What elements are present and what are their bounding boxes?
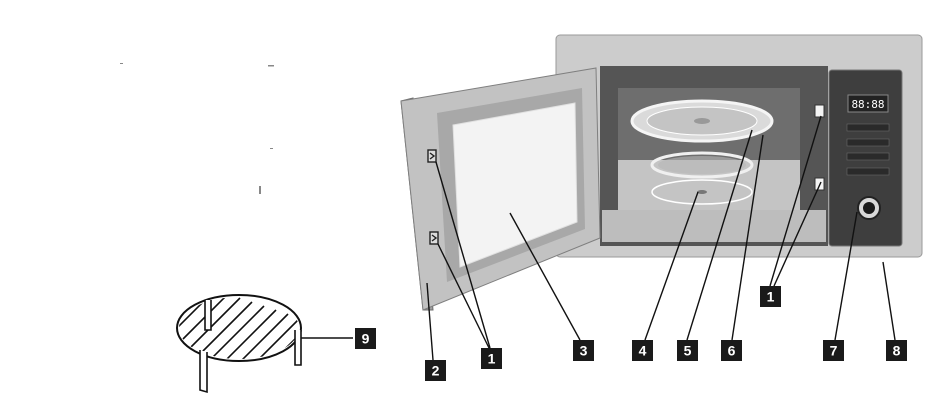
- badge-housing: 8: [886, 340, 907, 361]
- panel-buttons: [846, 123, 890, 176]
- rack-rim: [176, 294, 302, 362]
- badge-interlock: 1: [760, 286, 781, 307]
- rack-legs: [199, 300, 302, 394]
- badge-latch: 1: [481, 348, 502, 369]
- microwave-body: 88:88: [555, 34, 923, 258]
- floor-coupler-center: [697, 190, 707, 194]
- roller-ring: [650, 151, 754, 179]
- floor-coupler: [651, 179, 753, 205]
- display-window: [847, 94, 889, 113]
- cavity-floor: [602, 210, 826, 242]
- door: [400, 67, 601, 311]
- svg-text:1: 1: [488, 351, 496, 367]
- control-knob-center: [863, 202, 875, 214]
- part-badges: 9 2 1 3 4 5 6 1: [355, 286, 907, 381]
- badge-door: 2: [425, 360, 446, 381]
- svg-text:6: 6: [728, 343, 736, 359]
- badge-turntable: 5: [677, 340, 698, 361]
- badge-window: 3: [573, 340, 594, 361]
- leader-lines: [301, 115, 896, 361]
- badge-cavity: 6: [721, 340, 742, 361]
- roller-ring-shadow: [658, 156, 746, 174]
- wire-rack: [176, 294, 302, 394]
- svg-text:1: 1: [767, 289, 775, 305]
- badge-roller: 4: [632, 340, 653, 361]
- badge-control-panel: 7: [823, 340, 844, 361]
- svg-text:8: 8: [893, 343, 901, 359]
- badge-rack: 9: [355, 328, 376, 349]
- scan-specks: [120, 63, 274, 194]
- door-window: [452, 102, 578, 268]
- svg-text:7: 7: [830, 343, 838, 359]
- turntable-hub: [694, 118, 710, 124]
- door-latch-top: [427, 149, 437, 163]
- door-latch-bottom: [429, 231, 439, 245]
- svg-text:9: 9: [362, 331, 370, 347]
- display-readout: 88:88: [851, 98, 884, 111]
- svg-text:4: 4: [639, 343, 647, 359]
- svg-text:3: 3: [580, 343, 588, 359]
- interlock-slot-top: [814, 104, 825, 118]
- svg-text:2: 2: [432, 363, 440, 379]
- svg-text:5: 5: [684, 343, 692, 359]
